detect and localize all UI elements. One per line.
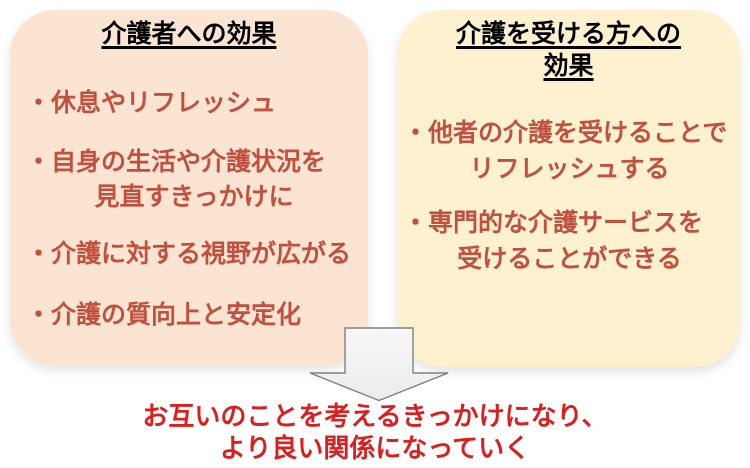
bullet-item: ・専門的な介護サービスを 受けることができる bbox=[397, 205, 740, 277]
bullet-line: ・自身の生活や介護状況を bbox=[26, 148, 327, 176]
bullet-line: リフレッシュする bbox=[469, 155, 670, 183]
caregiver-effects-box: 介護者への効果 ・休息やリフレッシュ ・自身の生活や介護状況を 見直すきっかけに… bbox=[10, 10, 368, 365]
bullet-line: 見直すきっかけに bbox=[94, 183, 294, 211]
bullet-item: ・休息やリフレッシュ bbox=[10, 86, 368, 121]
care-receiver-box-title: 介護を受ける方への 効果 bbox=[455, 20, 681, 80]
bullet-item: ・介護に対する視野が広がる bbox=[10, 237, 368, 272]
bullet-line: ・他者の介護を受けることで bbox=[403, 119, 728, 147]
bullet-item: ・介護の質向上と安定化 bbox=[10, 298, 368, 333]
bullet-line: ・休息やリフレッシュ bbox=[26, 89, 277, 117]
bullet-item: ・他者の介護を受けることで リフレッシュする bbox=[397, 115, 740, 187]
bullet-line: ・介護の質向上と安定化 bbox=[26, 301, 302, 329]
bullet-item: ・自身の生活や介護状況を 見直すきっかけに bbox=[10, 145, 368, 215]
caregiver-box-title: 介護者への効果 bbox=[101, 20, 277, 48]
conclusion-text: お互いのことを考えるきっかけになり、 より良い関係になっていく bbox=[142, 401, 608, 463]
down-arrow-icon bbox=[309, 327, 449, 402]
bullet-line: 受けることができる bbox=[457, 245, 682, 273]
bullet-line: ・介護に対する視野が広がる bbox=[26, 240, 352, 268]
care-receiver-effects-box: 介護を受ける方への 効果 ・他者の介護を受けることで リフレッシュする ・専門的… bbox=[397, 10, 740, 367]
bullet-line: ・専門的な介護サービスを bbox=[403, 209, 704, 237]
